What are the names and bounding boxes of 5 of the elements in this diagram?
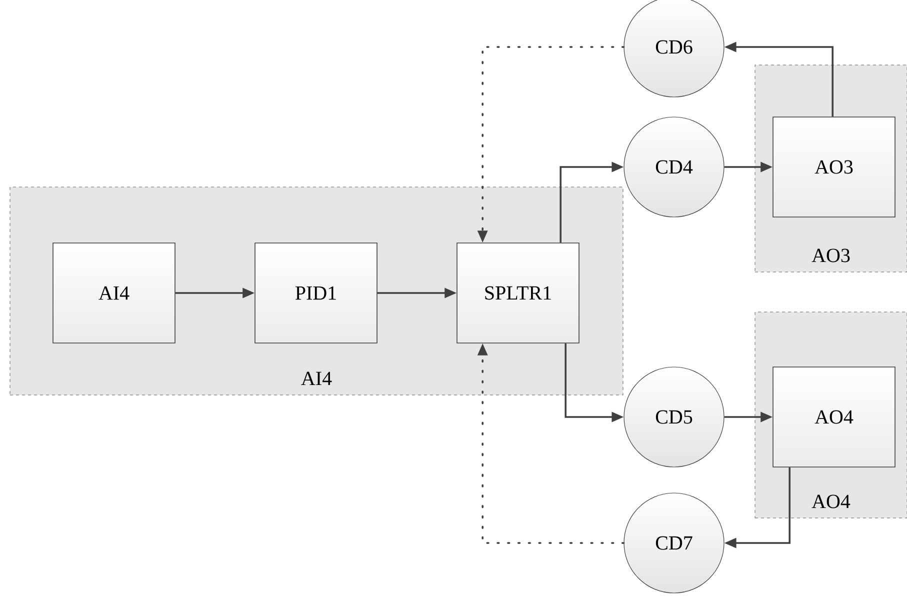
block-box: AI4 <box>52 242 176 344</box>
block-box: PID1 <box>254 242 378 344</box>
block-box: AO3 <box>772 116 896 218</box>
block-box: AO4 <box>772 366 896 468</box>
block-box: SPLTR1 <box>456 242 580 344</box>
